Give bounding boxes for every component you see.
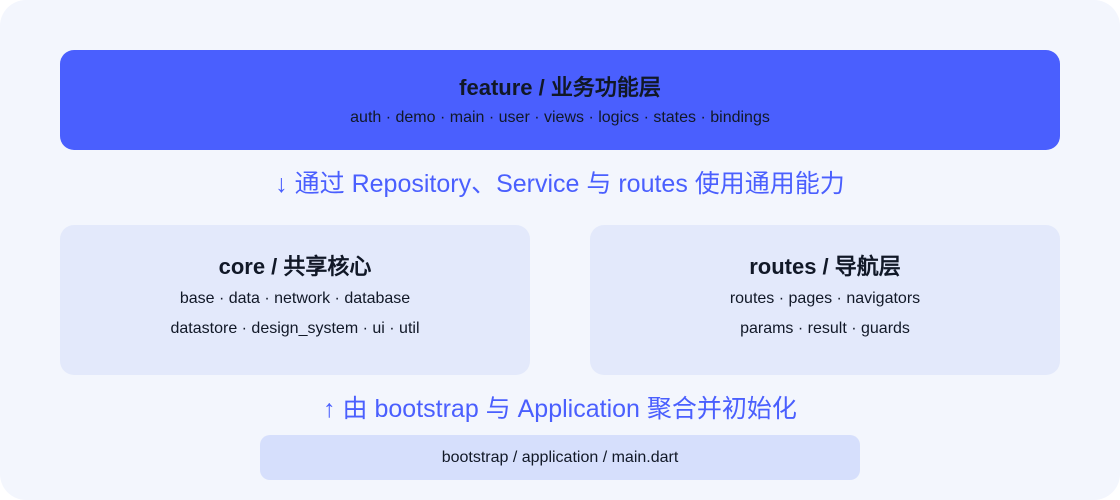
core-layer-modules-line1: base · data · network · database <box>179 290 411 307</box>
core-layer-modules-line2: datastore · design_system · ui · util <box>170 320 420 337</box>
bootstrap-layer-box: bootstrap / application / main.dart <box>260 435 860 480</box>
flow-down-caption: ↓ 通过 Repository、Service 与 routes 使用通用能力 <box>275 170 845 198</box>
routes-layer-title: routes / 导航层 <box>749 254 901 279</box>
routes-layer-modules-line2: params · result · guards <box>740 320 910 337</box>
feature-layer-title: feature / 业务功能层 <box>459 75 661 100</box>
core-layer-box: core / 共享核心 base · data · network · data… <box>60 225 530 375</box>
feature-layer-modules: auth · demo · main · user · views · logi… <box>350 109 770 126</box>
routes-layer-modules-line1: routes · pages · navigators <box>729 290 921 307</box>
core-layer-title: core / 共享核心 <box>218 254 372 279</box>
feature-layer-box: feature / 业务功能层 auth · demo · main · use… <box>60 50 1060 150</box>
routes-layer-box: routes / 导航层 routes · pages · navigators… <box>590 225 1060 375</box>
flow-up-caption: ↑ 由 bootstrap 与 Application 聚合并初始化 <box>323 395 797 423</box>
